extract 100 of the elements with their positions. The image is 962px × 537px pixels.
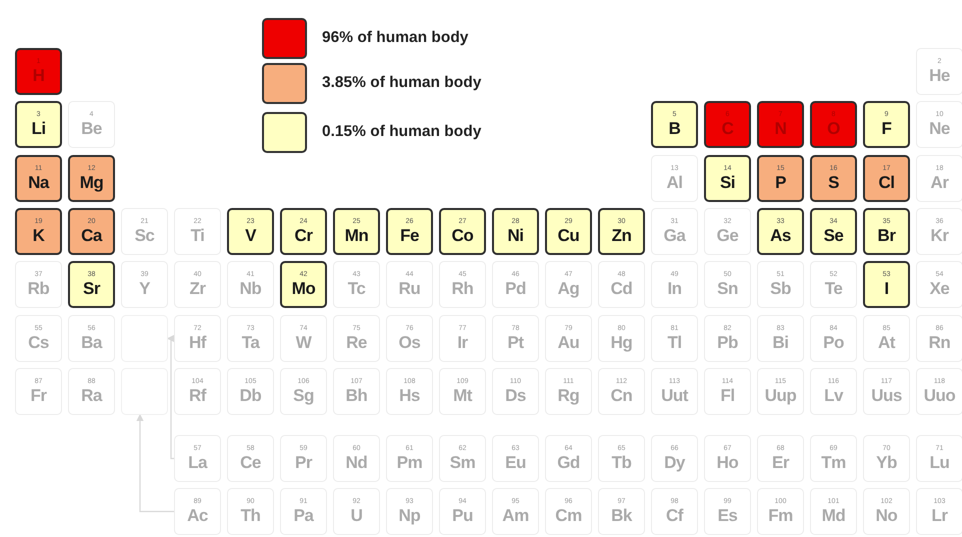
element-tile xyxy=(227,208,274,255)
element-tile xyxy=(15,101,62,148)
element-symbol: Mn xyxy=(344,226,368,245)
element-symbol: Sc xyxy=(134,226,154,245)
element-symbol: Cu xyxy=(558,226,580,245)
element-symbol: Be xyxy=(81,119,102,138)
element-symbol: V xyxy=(245,226,256,245)
element-symbol: Mo xyxy=(292,279,316,298)
element-symbol: Ne xyxy=(929,119,950,138)
element-symbol: Dy xyxy=(664,453,685,472)
element-symbol: Uus xyxy=(871,386,902,405)
element-symbol: Np xyxy=(398,506,420,525)
element-tile xyxy=(704,101,751,148)
element-symbol: Ca xyxy=(81,226,102,245)
element-symbol: Ga xyxy=(664,226,686,245)
element-symbol: Gd xyxy=(557,453,580,472)
element-symbol: Mg xyxy=(80,173,104,192)
element-symbol: Pu xyxy=(452,506,473,525)
element-tile xyxy=(174,488,221,535)
element-symbol: Re xyxy=(346,333,367,352)
element-symbol: Nb xyxy=(240,279,262,298)
element-symbol: Rf xyxy=(189,386,206,405)
element-symbol: Lr xyxy=(932,506,948,525)
element-symbol: Br xyxy=(878,226,896,245)
element-symbol: Cn xyxy=(610,386,632,405)
element-tile xyxy=(598,208,645,255)
element-symbol: Bh xyxy=(346,386,368,405)
element-tile xyxy=(280,261,327,308)
element-tile xyxy=(386,208,433,255)
element-symbol: Al xyxy=(666,173,682,192)
element-symbol: Uuo xyxy=(924,386,956,405)
element-symbol: Md xyxy=(822,506,846,525)
element-tile xyxy=(68,155,115,202)
element-symbol: Cd xyxy=(610,279,632,298)
element-symbol: Sm xyxy=(450,453,476,472)
element-tile xyxy=(174,435,221,482)
element-symbol: Ag xyxy=(558,279,580,298)
element-symbol: Mt xyxy=(453,386,472,405)
element-symbol: Ru xyxy=(398,279,420,298)
element-tile xyxy=(280,208,327,255)
element-tile xyxy=(863,155,910,202)
element-tile xyxy=(492,208,539,255)
element-symbol: Pm xyxy=(396,453,422,472)
element-symbol: Li xyxy=(31,119,46,138)
element-symbol: La xyxy=(188,453,207,472)
element-tile xyxy=(439,208,486,255)
element-symbol: O xyxy=(827,119,840,138)
element-symbol: Am xyxy=(502,506,529,525)
legend-label: 3.85% of human body xyxy=(322,74,482,92)
element-symbol: Ta xyxy=(242,333,260,352)
element-symbol: Bk xyxy=(611,506,632,525)
element-symbol: Lv xyxy=(824,386,843,405)
element-tile xyxy=(68,261,115,308)
element-symbol: Pa xyxy=(294,506,314,525)
element-symbol: Yb xyxy=(876,453,897,472)
element-symbol: Ba xyxy=(81,333,102,352)
element-symbol: Xe xyxy=(930,279,950,298)
element-symbol: Sg xyxy=(293,386,314,405)
element-symbol: Ds xyxy=(505,386,526,405)
element-symbol: Ar xyxy=(930,173,948,192)
element-tile xyxy=(15,155,62,202)
element-symbol: Ac xyxy=(187,506,208,525)
element-tile xyxy=(757,101,804,148)
element-symbol: Ho xyxy=(716,453,738,472)
element-symbol: Cr xyxy=(294,226,312,245)
element-symbol: Bi xyxy=(772,333,788,352)
element-symbol: C xyxy=(722,119,734,138)
element-symbol: N xyxy=(774,119,786,138)
element-tile xyxy=(651,101,698,148)
element-symbol: Uup xyxy=(764,386,796,405)
element-symbol: Zr xyxy=(190,279,206,298)
element-symbol: Te xyxy=(824,279,842,298)
element-tile xyxy=(810,101,857,148)
element-symbol: Rn xyxy=(928,333,950,352)
element-symbol: Kr xyxy=(930,226,948,245)
element-symbol: Db xyxy=(240,386,262,405)
element-symbol: K xyxy=(32,226,44,245)
element-tile xyxy=(15,48,62,95)
element-symbol: Th xyxy=(240,506,260,525)
element-symbol: Ni xyxy=(508,226,524,245)
element-symbol: Fr xyxy=(30,386,46,405)
element-symbol: Au xyxy=(558,333,580,352)
element-tile xyxy=(545,208,592,255)
element-symbol: Fm xyxy=(768,506,793,525)
element-symbol: Tc xyxy=(348,279,366,298)
element-symbol: No xyxy=(876,506,898,525)
element-symbol: Pd xyxy=(505,279,526,298)
element-symbol: Rg xyxy=(558,386,580,405)
element-symbol: Ti xyxy=(190,226,204,245)
element-symbol: Ra xyxy=(81,386,102,405)
element-symbol: Uut xyxy=(661,386,688,405)
element-symbol: Cf xyxy=(666,506,683,525)
element-tile xyxy=(333,208,380,255)
legend-label: 0.15% of human body xyxy=(322,123,482,141)
element-symbol: Hs xyxy=(399,386,420,405)
element-symbol: Hg xyxy=(610,333,632,352)
element-tile xyxy=(757,155,804,202)
element-symbol: Pb xyxy=(717,333,738,352)
element-symbol: Co xyxy=(452,226,474,245)
element-symbol: Sn xyxy=(717,279,738,298)
